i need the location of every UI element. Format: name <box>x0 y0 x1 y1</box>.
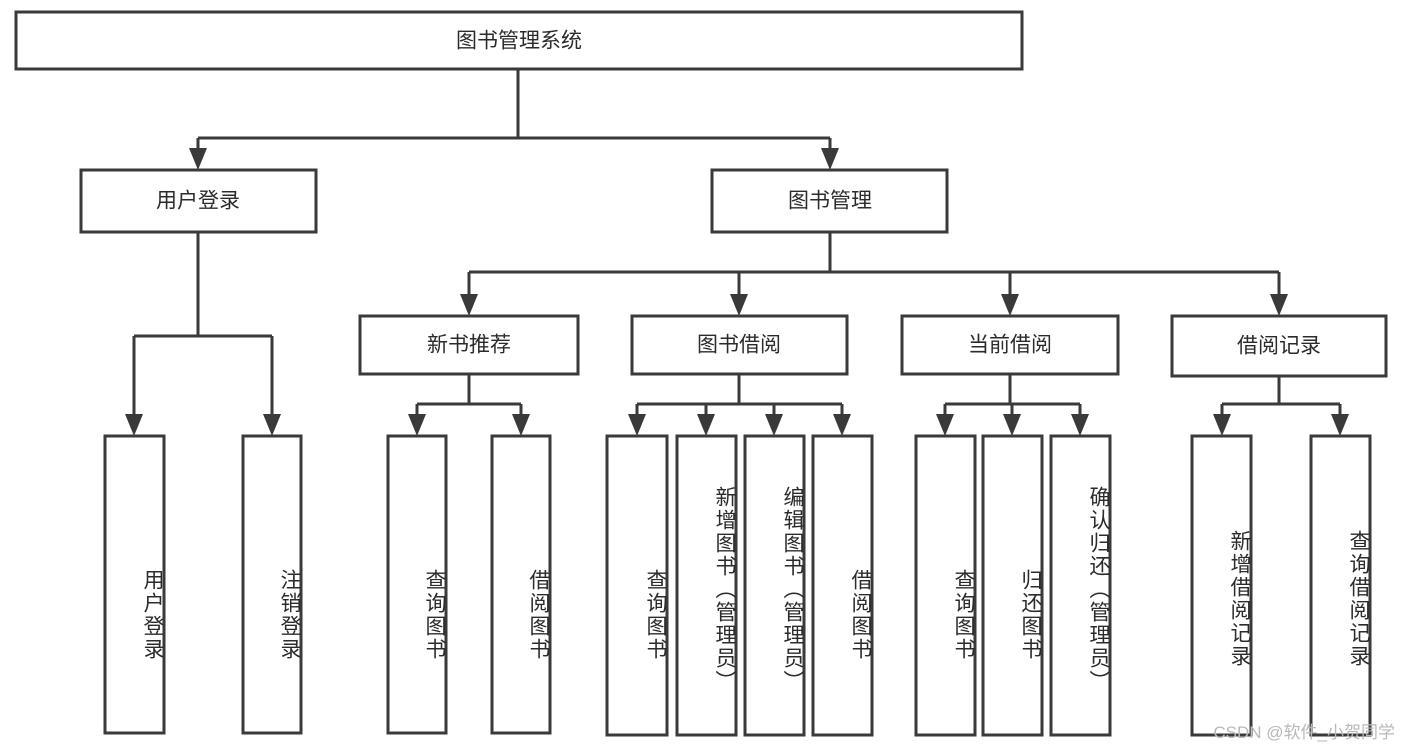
node-current-borrow-label: 当前借阅 <box>968 334 1052 357</box>
node-borrow-record-label: 借阅记录 <box>1237 335 1321 358</box>
leaf-box-book-borrow-lend[interactable] <box>811 434 874 737</box>
connector-group-new-book <box>408 374 530 436</box>
leaf-box-new-book-query[interactable] <box>386 434 448 735</box>
connector-group-book-manage <box>460 232 1288 316</box>
connector-group-book-borrow <box>628 374 851 436</box>
leaf-box-book-borrow-add[interactable] <box>675 434 738 737</box>
leaf-box-user-login-logout[interactable] <box>241 434 303 735</box>
node-user-login[interactable] <box>79 168 318 234</box>
node-new-book-recommend-label: 新书推荐 <box>427 334 511 357</box>
leaf-box-current-borrow-confirm[interactable] <box>1049 434 1112 737</box>
leaf-box-record-add[interactable] <box>1190 434 1253 737</box>
leaf-box-user-login-login[interactable] <box>103 434 166 735</box>
leaf-box-record-query[interactable] <box>1309 434 1372 737</box>
node-book-borrow-label: 图书借阅 <box>697 334 781 357</box>
node-book-borrow[interactable] <box>630 314 849 376</box>
node-borrow-record[interactable] <box>1170 314 1388 378</box>
node-new-book-recommend[interactable] <box>358 314 580 376</box>
leaf-box-book-borrow-query[interactable] <box>605 434 669 737</box>
leaf-box-new-book-borrow[interactable] <box>490 434 552 735</box>
node-book-management[interactable] <box>710 168 949 234</box>
leaf-box-current-borrow-query[interactable] <box>914 434 977 737</box>
leaf-box-current-borrow-return[interactable] <box>981 434 1044 737</box>
connector-group-borrow-record <box>1213 376 1349 436</box>
node-user-login-label: 用户登录 <box>156 190 240 213</box>
leaf-box-book-borrow-edit[interactable] <box>743 434 806 737</box>
connector-group-root <box>189 70 839 170</box>
connector-group-user-login <box>125 232 281 436</box>
node-book-management-label: 图书管理 <box>788 190 872 213</box>
connector-group-current-borrow <box>936 374 1089 436</box>
node-root-label: 图书管理系统 <box>456 30 582 53</box>
node-root-book-management-system[interactable] <box>14 10 1024 71</box>
node-current-borrow[interactable] <box>900 314 1120 376</box>
watermark-text: CSDN @软件_小贺同学 <box>1213 723 1395 742</box>
